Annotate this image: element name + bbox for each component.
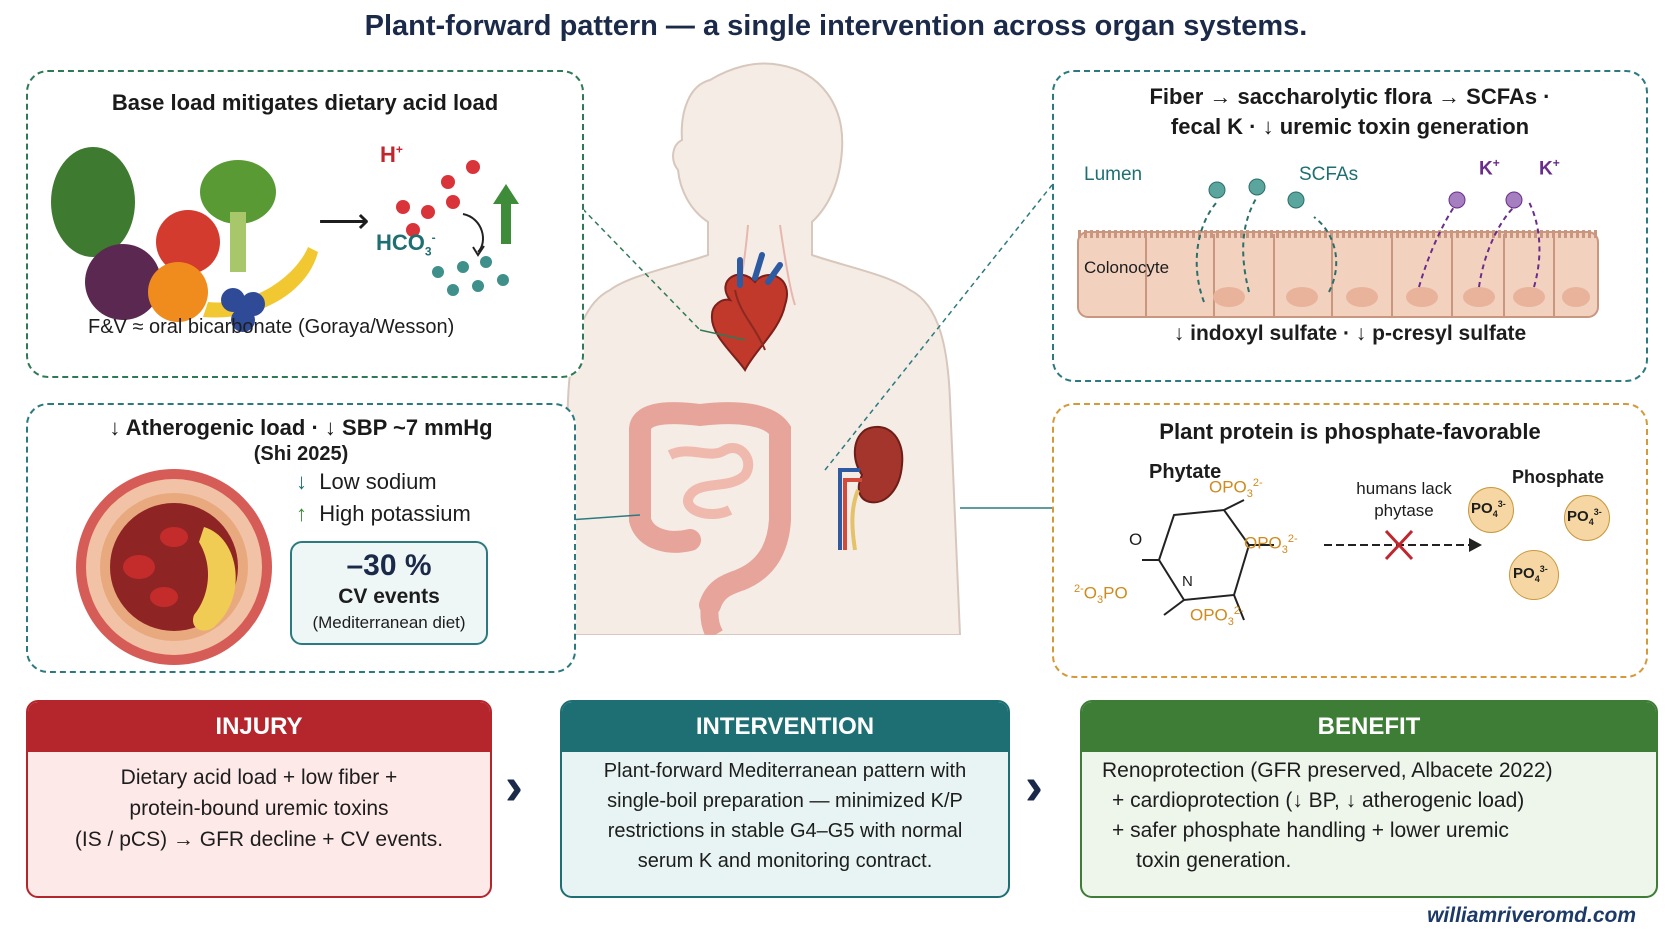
kidney-icon	[838, 425, 904, 551]
intervention-line: single-boil preparation — minimized K/P	[607, 790, 963, 812]
benefit-line: + cardioprotection (↓ BP, ↓ atherogenic …	[1112, 789, 1525, 812]
up-arrow-icon: ↑	[296, 501, 307, 526]
colonocyte-label: Colonocyte	[1084, 258, 1170, 277]
po4-label-1: PO43-	[1471, 499, 1506, 519]
cv-events-stat-box: –30 % CV events (Mediterranean diet)	[290, 541, 488, 645]
injury-title: INJURY	[28, 702, 490, 752]
nitrogen-label: N	[1182, 573, 1193, 590]
oxygen-label: O	[1129, 530, 1143, 549]
benefit-title: BENEFIT	[1082, 702, 1656, 752]
scfa-label: SCFAs	[1299, 164, 1359, 185]
k-label-2: K+	[1539, 156, 1560, 180]
intestine-icon	[629, 402, 791, 635]
acid-base-buffer-diagram	[396, 160, 509, 296]
phosphate-label: Phosphate	[1512, 467, 1605, 487]
stat-label: CV events	[338, 585, 440, 608]
no-phytase-label-1: humans lack	[1356, 479, 1452, 498]
h-plus-label: H+	[380, 142, 403, 167]
stat-note: (Mediterranean diet)	[312, 613, 466, 632]
benefit-line: Renoprotection (GFR preserved, Albacete …	[1102, 759, 1553, 782]
athero-panel-subtitle: (Shi 2025)	[253, 443, 349, 465]
acid-load-panel: Base load mitigates dietary acid load ⟶ …	[26, 70, 584, 378]
right-arrow-icon: ⟶	[318, 200, 370, 241]
opo3-label-1: OPO32-	[1209, 477, 1263, 501]
opo3-label-2: OPO32-	[1244, 533, 1298, 557]
injury-body: Dietary acid load + low fiber + protein-…	[28, 752, 490, 896]
atherogenic-panel: ↓ Atherogenic load · ↓ SBP ~7 mmHg (Shi …	[26, 403, 576, 673]
benefit-body: Renoprotection (GFR preserved, Albacete …	[1082, 752, 1656, 896]
acid-panel-title: Base load mitigates dietary acid load	[111, 90, 499, 115]
phosphate-molecule-2	[1564, 495, 1610, 541]
intervention-line: restrictions in stable G4–G5 with normal	[607, 820, 963, 842]
fiber-panel-caption: ↓ indoxyl sulfate · ↓ p-cresyl sulfate	[1173, 322, 1527, 345]
no-phytase-label-2: phytase	[1374, 501, 1434, 520]
injury-line: (IS / pCS) → GFR decline + CV events.	[74, 828, 444, 851]
human-body-illustration	[558, 62, 962, 635]
benefit-line: + safer phosphate handling + lower uremi…	[1112, 819, 1509, 842]
phosphate-molecule-3	[1509, 550, 1559, 600]
benefit-line: toxin generation.	[1136, 849, 1292, 872]
fiber-panel: Fiber → saccharolytic flora → SCFAs · fe…	[1052, 70, 1648, 382]
artery-cross-section-icon	[76, 469, 272, 665]
intervention-line: serum K and monitoring contract.	[637, 850, 933, 872]
injury-card: INJURY Dietary acid load + low fiber + p…	[26, 700, 492, 898]
o3po-label: 2-O3PO	[1074, 583, 1128, 607]
fruit-vegetable-icon	[51, 147, 318, 332]
stat-value: –30 %	[346, 549, 432, 582]
colon-epithelium-diagram	[1077, 178, 1599, 318]
opo3-label-3: OPO32-	[1190, 605, 1244, 629]
chevron-right-icon: ›	[505, 756, 523, 816]
phosphate-panel: Plant protein is phosphate-favorable Phy…	[1052, 403, 1648, 678]
po4-label-2: PO43-	[1567, 507, 1602, 527]
intervention-line: Plant-forward Mediterranean pattern with	[603, 760, 967, 782]
k-label-1: K+	[1479, 156, 1500, 180]
fiber-panel-title-1: Fiber → saccharolytic flora → SCFAs ·	[1149, 84, 1551, 109]
heart-icon	[710, 252, 788, 372]
fiber-panel-title-2: fecal K · ↓ uremic toxin generation	[1170, 114, 1530, 139]
footer-credit: williamriveromd.com	[1427, 904, 1636, 927]
up-arrow-icon	[493, 184, 519, 244]
chevron-right-icon: ›	[1025, 756, 1043, 816]
intervention-body: Plant-forward Mediterranean pattern with…	[562, 752, 1008, 896]
injury-line: protein-bound uremic toxins	[129, 797, 389, 820]
intervention-card: INTERVENTION Plant-forward Mediterranean…	[560, 700, 1010, 898]
athero-panel-title: ↓ Atherogenic load · ↓ SBP ~7 mmHg	[109, 415, 493, 440]
intervention-title: INTERVENTION	[562, 702, 1008, 752]
phytate-structure-icon	[1142, 499, 1274, 621]
page-title: Plant-forward pattern — a single interve…	[364, 10, 1308, 42]
down-arrow-icon: ↓	[296, 469, 307, 494]
acid-panel-caption: F&V ≈ oral bicarbonate (Goraya/Wesson)	[88, 316, 455, 338]
benefit-card: BENEFIT Renoprotection (GFR preserved, A…	[1080, 700, 1658, 898]
phosphate-molecule-1	[1468, 487, 1514, 533]
bullet-high-potassium: ↑ High potassium	[296, 501, 471, 526]
phosphate-panel-title: Plant protein is phosphate-favorable	[1159, 419, 1541, 444]
po4-label-3: PO43-	[1513, 564, 1548, 584]
blocked-arrow-icon	[1324, 529, 1482, 561]
phytate-label: Phytate	[1149, 461, 1222, 483]
bullet-low-sodium: ↓ Low sodium	[296, 469, 437, 494]
bicarbonate-label: HCO3-	[376, 230, 436, 259]
injury-line: Dietary acid load + low fiber +	[120, 766, 398, 789]
lumen-label: Lumen	[1084, 164, 1143, 185]
